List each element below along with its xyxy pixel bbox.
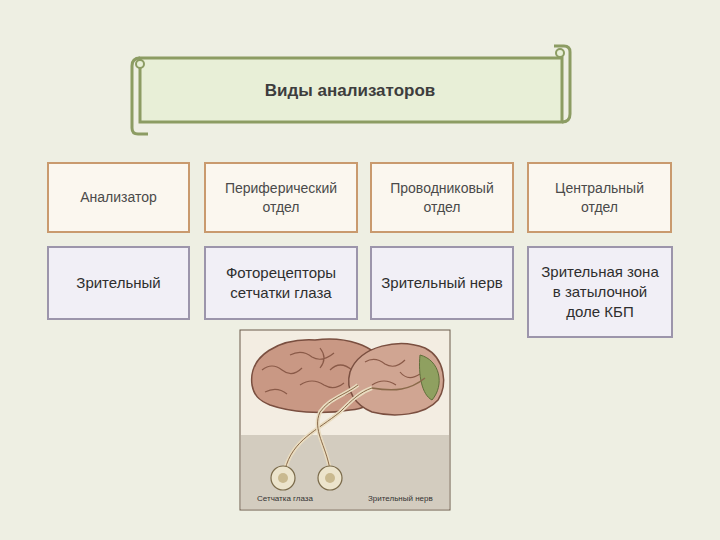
box-text: Проводниковый отдел [380, 179, 504, 217]
box-text: Анализатор [80, 188, 157, 207]
box-text: Периферический отдел [214, 179, 348, 217]
content-box: Зрительная зона в затылочной доле КБП [527, 246, 673, 338]
diagram-title: Виды анализаторов [150, 72, 550, 110]
header-box: Периферический отдел [204, 162, 358, 233]
figure-label: Зрительный нерв [366, 494, 435, 503]
content-box: Зрительный нерв [370, 246, 514, 320]
box-text: Центральный отдел [537, 179, 662, 217]
box-text: Зрительный [76, 273, 160, 293]
content-box: Фоторецепторы сетчатки глаза [204, 246, 358, 320]
header-box: Анализатор [47, 162, 190, 233]
header-box: Центральный отдел [527, 162, 672, 233]
box-text: Зрительный нерв [381, 273, 502, 293]
brain-illustration [240, 330, 450, 510]
box-text: Фоторецепторы сетчатки глаза [214, 263, 348, 304]
header-box: Проводниковый отдел [370, 162, 514, 233]
figure-label: Сетчатка глаза [255, 494, 315, 503]
scroll-banner [132, 46, 570, 134]
content-box: Зрительный [47, 246, 190, 320]
box-text: Зрительная зона в затылочной доле КБП [537, 262, 663, 323]
